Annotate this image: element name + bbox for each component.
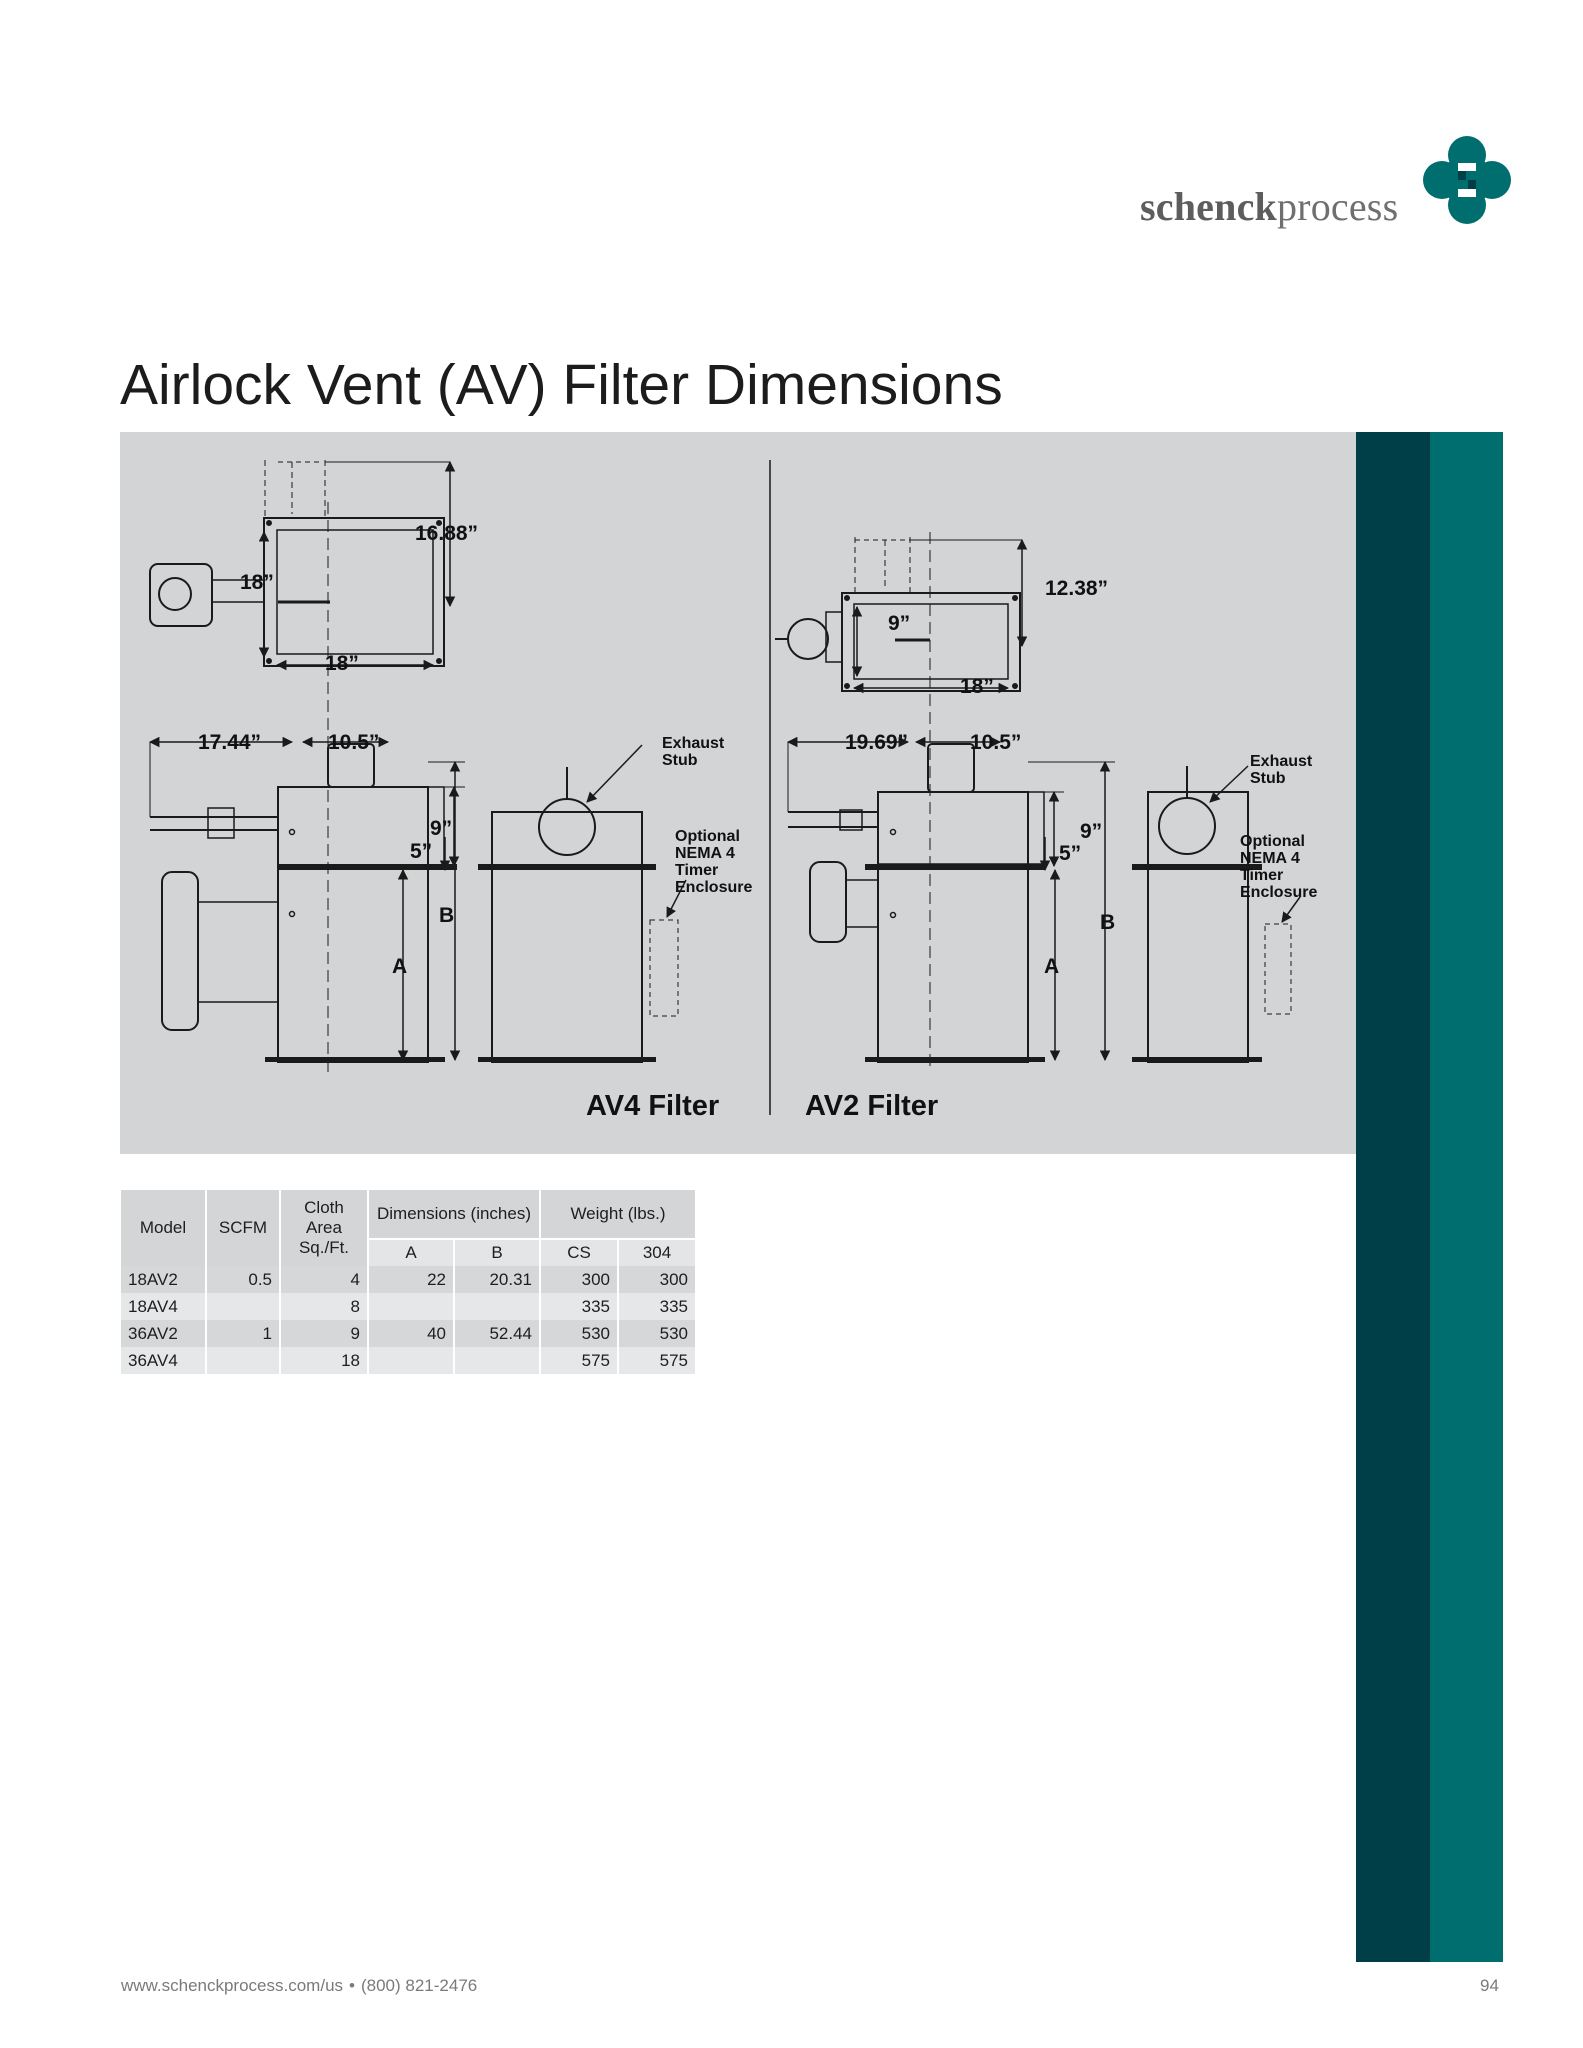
cell-model: 36AV2 xyxy=(121,1320,206,1347)
av2-label-a: A xyxy=(1044,955,1059,978)
footer-phone: (800) 821-2476 xyxy=(360,1976,478,1995)
av2-top-side-label: 9” xyxy=(888,612,910,635)
dimension-drawing-panel: 16.88” 18” 18” 17.44” 10.5” 9” 5” A B Ex… xyxy=(120,432,1356,1154)
cell-dim-a xyxy=(367,1347,454,1374)
av2-optional-line2: NEMA 4 xyxy=(1240,850,1300,867)
av2-top-height-label: 12.38” xyxy=(1045,577,1108,600)
table-row: 36AV4 18 575 575 xyxy=(121,1347,695,1374)
header-cloth-line1: Cloth xyxy=(304,1198,344,1217)
av2-dim-9-label: 9” xyxy=(1080,820,1102,843)
specification-table: Model SCFM Cloth Area Sq./Ft. Dimensions… xyxy=(121,1190,695,1374)
accent-band-teal xyxy=(1430,432,1503,1962)
av2-side-view xyxy=(786,532,1115,1072)
cell-dim-b: 20.31 xyxy=(453,1266,540,1293)
cell-dim-a xyxy=(367,1293,454,1320)
brand-name-bold: schenck xyxy=(1140,184,1277,229)
av2-optional-line3: Timer xyxy=(1240,867,1283,884)
footer-website-link[interactable]: www.schenckprocess.com/us xyxy=(121,1976,344,1995)
av4-top-height-label: 16.88” xyxy=(415,522,478,545)
cell-weight-cs: 300 xyxy=(539,1266,618,1293)
av4-optional-line4: Enclosure xyxy=(675,879,752,896)
av4-dim-5-label: 5” xyxy=(410,840,432,863)
av2-dim-5-label: 5” xyxy=(1059,842,1081,865)
av2-optional-line4: Enclosure xyxy=(1240,884,1317,901)
av4-side-right-label: 10.5” xyxy=(328,731,379,754)
page-title: Airlock Vent (AV) Filter Dimensions xyxy=(120,353,1003,417)
header-cloth-line3: Sq./Ft. xyxy=(298,1238,350,1257)
header-cloth-area: Cloth Area Sq./Ft. xyxy=(279,1190,368,1266)
av4-exhaust-line1: Exhaust xyxy=(662,735,725,752)
cell-model: 36AV4 xyxy=(121,1347,206,1374)
cell-dim-b xyxy=(453,1347,540,1374)
cell-weight-cs: 530 xyxy=(539,1320,618,1347)
av4-label-b: B xyxy=(439,904,454,927)
av2-top-view xyxy=(775,537,1028,694)
av2-caption: AV2 Filter xyxy=(805,1090,938,1122)
filter-dimension-drawing: 16.88” 18” 18” 17.44” 10.5” 9” 5” A B Ex… xyxy=(148,460,1317,1122)
av4-top-side-label: 18” xyxy=(240,571,274,594)
av4-optional-line2: NEMA 4 xyxy=(675,845,735,862)
av2-exhaust-line2: Stub xyxy=(1250,770,1286,787)
av4-front-view xyxy=(478,744,687,1063)
av4-side-view xyxy=(148,502,465,1072)
cell-weight-304: 335 xyxy=(617,1293,695,1320)
av2-front-view xyxy=(1132,765,1301,1063)
cell-dim-a: 22 xyxy=(367,1266,454,1293)
brand-wordmark: schenckprocess xyxy=(1140,183,1398,230)
header-dimensions: Dimensions (inches) xyxy=(367,1190,540,1239)
av4-label-a: A xyxy=(392,955,407,978)
header-weight-304: 304 xyxy=(617,1238,695,1266)
av4-optional-line3: Timer xyxy=(675,862,718,879)
cell-weight-304: 300 xyxy=(617,1266,695,1293)
av4-side-left-label: 17.44” xyxy=(198,731,261,754)
page-footer: www.schenckprocess.com/us • (800) 821-2476 xyxy=(121,1976,477,1996)
cell-scfm: 0.5 xyxy=(205,1266,280,1293)
header-dim-b: B xyxy=(453,1238,540,1266)
footer-bullet: • xyxy=(349,1976,355,1995)
header-dim-a: A xyxy=(367,1238,454,1266)
brand-name-light: process xyxy=(1276,184,1399,229)
cell-model: 18AV2 xyxy=(121,1266,206,1293)
av4-caption: AV4 Filter xyxy=(586,1090,719,1122)
table-row: 36AV2 1 9 40 52.44 530 530 xyxy=(121,1320,695,1347)
header-model: Model xyxy=(121,1190,206,1266)
av2-side-left-label: 19.69” xyxy=(845,731,908,754)
accent-band-dark xyxy=(1356,432,1430,1962)
header-weight-cs: CS xyxy=(539,1238,618,1266)
cell-dim-a: 40 xyxy=(367,1320,454,1347)
table-row: 18AV2 0.5 4 22 20.31 300 300 xyxy=(121,1266,695,1293)
cell-scfm xyxy=(205,1347,280,1374)
brand-logo: schenckprocess xyxy=(1140,135,1511,235)
av2-exhaust-line1: Exhaust xyxy=(1250,753,1313,770)
av4-dim-9-label: 9” xyxy=(430,817,452,840)
cell-weight-304: 575 xyxy=(617,1347,695,1374)
header-cloth-line2: Area xyxy=(306,1218,342,1237)
av2-top-width-label: 18” xyxy=(960,675,994,698)
av2-label-b: B xyxy=(1100,911,1115,934)
cell-scfm xyxy=(205,1293,280,1320)
cell-dim-b xyxy=(453,1293,540,1320)
av4-optional-line1: Optional xyxy=(675,828,740,845)
cell-scfm: 1 xyxy=(205,1320,280,1347)
header-scfm: SCFM xyxy=(205,1190,280,1266)
cell-cloth: 18 xyxy=(279,1347,368,1374)
av2-optional-line1: Optional xyxy=(1240,833,1305,850)
cell-weight-cs: 575 xyxy=(539,1347,618,1374)
table-row: 18AV4 8 335 335 xyxy=(121,1293,695,1320)
cell-cloth: 9 xyxy=(279,1320,368,1347)
av4-exhaust-line2: Stub xyxy=(662,752,698,769)
cell-model: 18AV4 xyxy=(121,1293,206,1320)
header-weight: Weight (lbs.) xyxy=(539,1190,695,1239)
cell-weight-304: 530 xyxy=(617,1320,695,1347)
cell-cloth: 4 xyxy=(279,1266,368,1293)
av4-top-view xyxy=(149,460,456,671)
cell-dim-b: 52.44 xyxy=(453,1320,540,1347)
page-number: 94 xyxy=(1480,1976,1499,1995)
av4-top-width-label: 18” xyxy=(325,652,359,675)
cell-cloth: 8 xyxy=(279,1293,368,1320)
cell-weight-cs: 335 xyxy=(539,1293,618,1320)
schenck-logo-icon xyxy=(1423,136,1511,224)
av2-side-right-label: 10.5” xyxy=(970,731,1021,754)
